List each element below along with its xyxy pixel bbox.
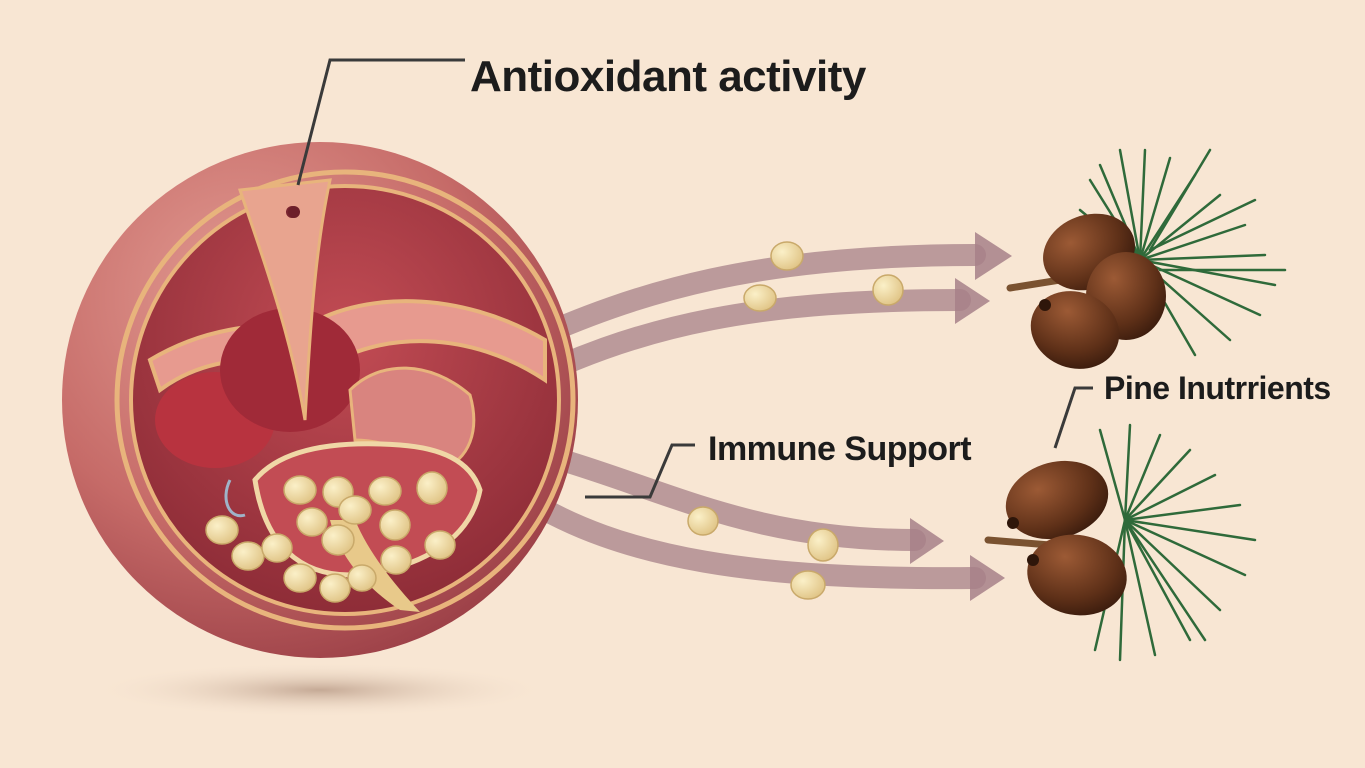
seed-icon: [205, 515, 239, 545]
seed-icon: [743, 284, 777, 312]
seed-icon: [283, 563, 317, 593]
pine-needle-sprig-icon: [1078, 148, 1287, 357]
seed-icon: [319, 573, 351, 603]
pine-nut-cluster-icon: [1006, 213, 1166, 369]
arrow-heads: [910, 232, 1012, 601]
flow-arrow-1: [509, 244, 986, 356]
antioxidant-dot: [288, 206, 300, 218]
pine-nut-cluster-icon: [984, 460, 1127, 616]
seed-icon: [368, 476, 402, 506]
cell-shadow: [90, 662, 550, 718]
callout-lines: [296, 58, 1093, 499]
seed-icon: [296, 507, 328, 537]
pine-leader: [1053, 386, 1093, 449]
seed-icon: [687, 506, 719, 536]
seed-icon: [872, 274, 904, 306]
immune-support-label: Immune Support: [708, 430, 972, 468]
seed-icon: [424, 530, 456, 560]
pine-needle-sprig-icon: [1093, 423, 1257, 662]
flow-arrow-4: [509, 484, 986, 590]
seed-icon: [283, 475, 317, 505]
seed-icon: [416, 471, 448, 505]
antioxidant-leader: [296, 58, 465, 186]
seed-icon: [790, 570, 826, 600]
arrow-head-3: [910, 518, 944, 564]
seed-icon: [347, 564, 377, 592]
arrow-head-1: [975, 232, 1012, 280]
seed-cluster: [205, 471, 456, 603]
organ-cross-section-icon: [62, 142, 578, 658]
antioxidant-activity-label: Antioxidant activity: [470, 52, 866, 101]
arrow-head-4: [970, 555, 1005, 601]
seed-icon: [321, 524, 355, 556]
seed-icon: [379, 509, 411, 541]
seed-icon: [261, 533, 293, 563]
immune-leader: [585, 443, 695, 499]
seed-icon: [807, 528, 839, 562]
seed-icon: [770, 241, 804, 271]
seed-icon: [338, 495, 372, 525]
pine-nutrients-label: Pine Inutrrients: [1104, 370, 1331, 406]
seed-icon: [380, 545, 412, 575]
seed-icon: [231, 541, 265, 571]
traveling-seeds: [687, 241, 904, 600]
arrow-head-2: [955, 278, 990, 324]
